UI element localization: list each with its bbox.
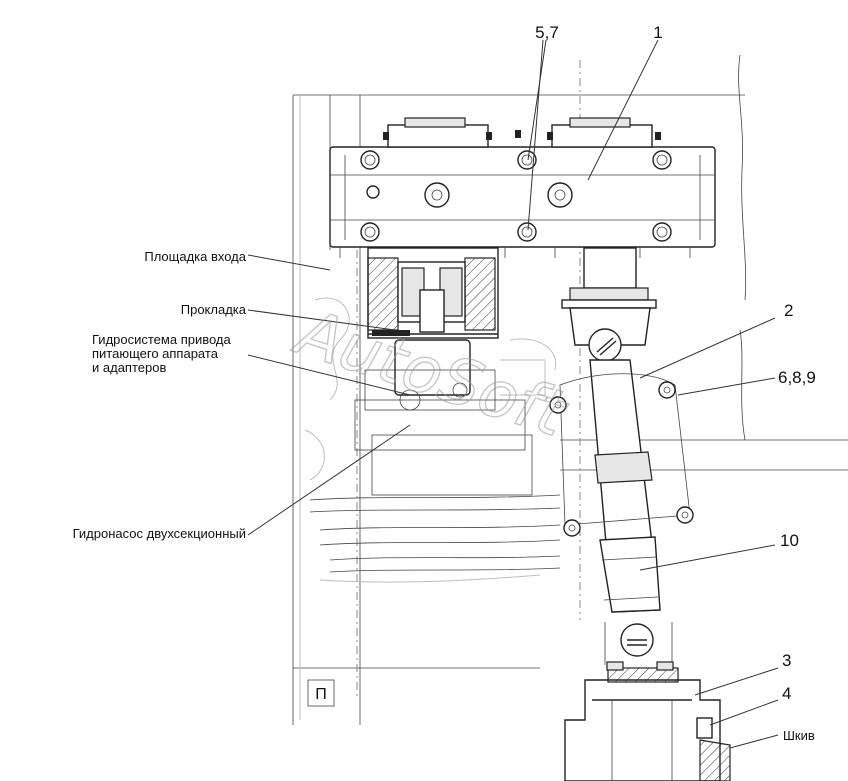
callout-pulley: Шкив: [783, 728, 815, 743]
pulley-assembly: [564, 661, 731, 781]
callout-3: 3: [782, 651, 791, 670]
adapter-block: [367, 247, 499, 339]
gearbox-housing: [329, 117, 716, 258]
label-gasket: Прокладка: [181, 302, 247, 317]
housing-bolts: [360, 150, 672, 242]
callout-1: 1: [653, 23, 662, 42]
callout-10: 10: [780, 531, 799, 550]
label-entry-platform: Площадка входа: [144, 249, 246, 264]
label-hydro-line1: Гидросистема привода: [92, 332, 232, 347]
label-hydraulic-pump: Гидронасос двухсекционный: [73, 526, 246, 541]
frame-mark-text: П: [315, 686, 327, 703]
hydraulic-system: [304, 297, 557, 496]
leader-lines: [247, 39, 779, 749]
cardan-shaft: [588, 328, 673, 665]
callout-5-7: 5,7: [535, 23, 559, 42]
label-hydro-line3: и адаптеров: [92, 360, 166, 375]
callout-2: 2: [784, 301, 793, 320]
output-flange: [561, 247, 657, 346]
callout-6-8-9: 6,8,9: [778, 368, 816, 387]
frame-mark: П: [307, 679, 335, 707]
hoses: [309, 494, 561, 583]
label-hydro-line2: питающего аппарата: [92, 346, 219, 361]
callout-4: 4: [782, 684, 791, 703]
top-bolts: [383, 130, 661, 140]
support-bracket: [549, 373, 694, 537]
